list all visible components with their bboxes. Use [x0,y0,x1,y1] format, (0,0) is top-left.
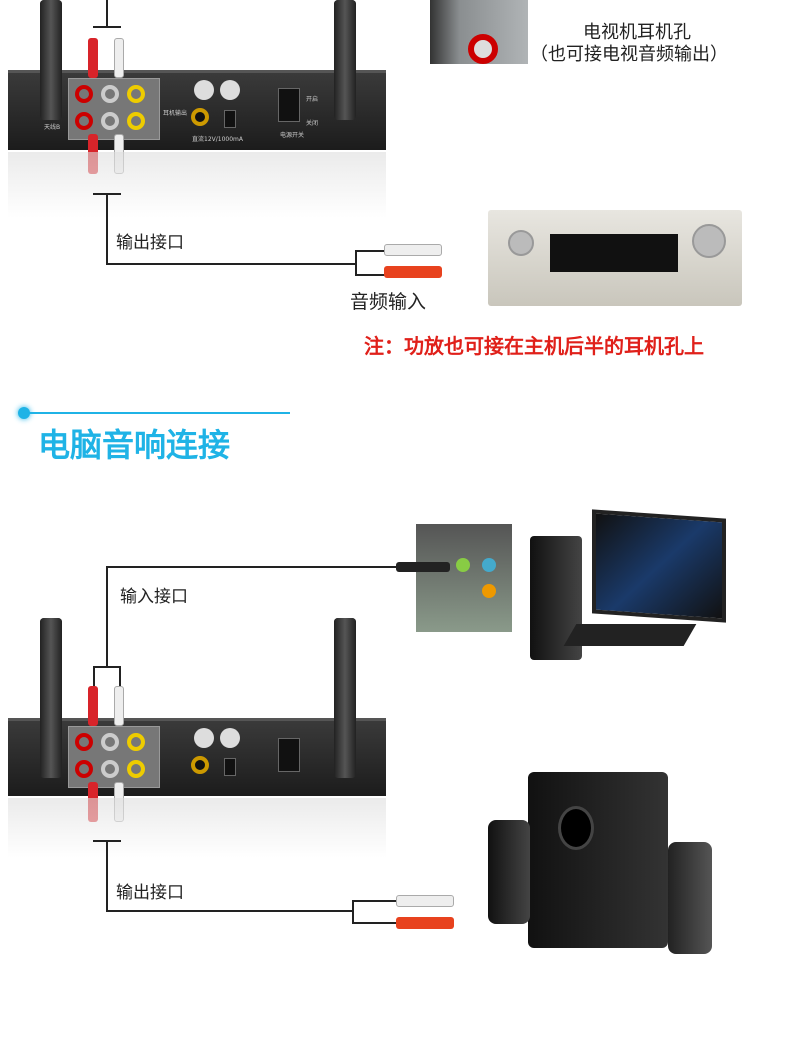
rca-plug-white [114,38,124,78]
tv-jack-sublabel: （也可接电视音频输出） [530,44,728,65]
dc-label: 直流12V/1000mA [192,136,243,143]
bullet-dot-icon [18,407,30,419]
amplifier-display [550,234,678,272]
input-port-label: 输入接口 [120,587,188,607]
tv-jack-label: 电视机耳机孔 [583,22,691,43]
dc-jack [224,110,236,128]
speaker-port-icon [558,806,594,850]
dc-jack [224,758,236,776]
power-switch-label: 电源开关 [280,132,305,139]
minijack-plug [396,562,450,572]
keyboard-image [563,624,697,646]
tv-jack-photo [430,0,528,64]
satellite-speaker-right [668,842,712,954]
power-off-label: 关闭 [306,120,319,127]
audio-input-label: 音频输入 [350,291,427,313]
logo-icon [220,80,240,100]
line-in-jack [482,558,496,572]
jack [482,584,496,598]
logo-icon [220,728,240,748]
headphone-jack [191,756,209,774]
headphone-jack [191,108,209,126]
rca-jack-icon [468,34,498,64]
volume-knob-icon [508,230,534,256]
section-divider [22,412,290,414]
amplifier-image [488,210,742,306]
power-switch [278,738,300,772]
subwoofer [528,772,668,948]
rca-plug-white [384,244,442,256]
rca-plug-red [88,38,98,78]
rca-plug-red [384,266,442,278]
rca-plug-red [396,917,454,929]
monitor-image [592,509,726,623]
antenna-label: 天线B [44,124,61,131]
output-port-label: 输出接口 [116,233,184,253]
power-switch [278,88,300,122]
power-on-label: 开启 [306,96,319,103]
satellite-speaker-left [488,820,530,924]
headphone-label: 耳机输出 [163,110,188,117]
section-title: 电脑音响连接 [38,426,231,464]
logo-icon [194,80,214,100]
output-port-label: 输出接口 [116,883,184,903]
volume-knob-icon [692,224,726,258]
line-out-jack [456,558,470,572]
pc-audio-ports-photo [416,524,512,632]
amplifier-note: 注：功放也可接在主机后半的耳机孔上 [364,334,704,358]
rca-plug-white [396,895,454,907]
logo-icon [194,728,214,748]
